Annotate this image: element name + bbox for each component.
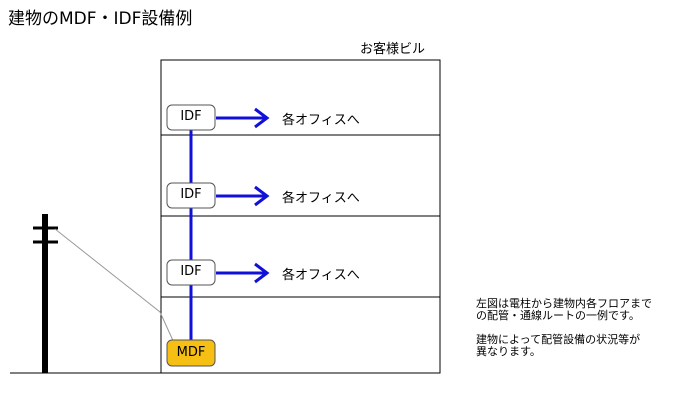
note-line: 建物によって配管設備の状況等が bbox=[476, 333, 641, 346]
idf-label: IDF bbox=[180, 187, 202, 202]
idf-box bbox=[166, 259, 216, 286]
office-destination-label: 各オフィスへ bbox=[282, 268, 360, 283]
mdf-box bbox=[166, 339, 216, 367]
route-arrow bbox=[216, 262, 270, 284]
note-line: 異なります。 bbox=[476, 345, 541, 358]
route-arrow bbox=[216, 107, 270, 129]
incoming-line bbox=[54, 228, 176, 346]
explanatory-note: 左図は電柱から建物内各フロアまで の配管・通線ルートの一例です。 建物によって配… bbox=[476, 298, 652, 358]
route-arrow bbox=[216, 185, 270, 207]
idf-box bbox=[166, 104, 216, 131]
utility-pole bbox=[42, 214, 48, 373]
page-title: 建物のMDF・IDF設備例 bbox=[8, 9, 193, 29]
office-destination-label: 各オフィスへ bbox=[282, 191, 360, 206]
note-line: 左図は電柱から建物内各フロアまで bbox=[476, 297, 652, 310]
mdf-label: MDF bbox=[176, 345, 206, 360]
note-line: の配管・通線ルートの一例です。 bbox=[476, 309, 640, 322]
idf-label: IDF bbox=[180, 264, 202, 279]
idf-label: IDF bbox=[180, 109, 202, 124]
building-label: お客様ビル bbox=[360, 42, 426, 57]
idf-box bbox=[166, 182, 216, 209]
office-destination-label: 各オフィスへ bbox=[282, 113, 360, 128]
